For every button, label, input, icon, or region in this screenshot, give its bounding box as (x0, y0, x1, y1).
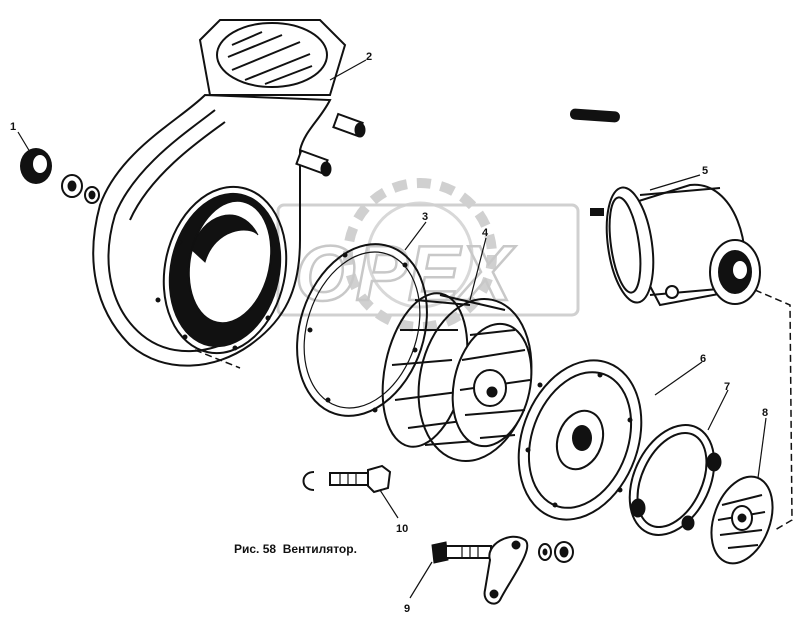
part-3-gasket (296, 243, 428, 417)
callout-9: 9 (404, 603, 410, 615)
figure-caption: Рис. 58 Вентилятор. (234, 542, 357, 556)
part-5-motor (590, 183, 761, 307)
callout-8: 8 (762, 407, 768, 419)
callout-2: 2 (366, 51, 372, 63)
axis-line-right (754, 289, 793, 531)
part-10-bolt (302, 464, 392, 494)
motor-shaft (590, 208, 604, 216)
part-6-cover (517, 359, 643, 521)
callout-labels: 1 2 3 4 5 6 7 8 9 10 (10, 51, 768, 615)
callout-3: 3 (422, 211, 428, 223)
watermark: OPEX (276, 178, 580, 332)
part-1-nut-set (20, 148, 100, 204)
part-8-small-fan (710, 475, 774, 565)
impeller-blades (391, 294, 506, 446)
part-2-housing (92, 19, 366, 367)
key-pin (569, 108, 620, 123)
callout-7: 7 (724, 381, 730, 393)
callout-4: 4 (482, 227, 489, 239)
callout-6: 6 (700, 353, 706, 365)
part-7-clamp-ring (628, 424, 722, 536)
callout-5: 5 (702, 165, 708, 177)
part-4-impeller (381, 292, 533, 463)
part-9-fastener-set (431, 535, 574, 605)
callout-10: 10 (396, 523, 408, 535)
leader-lines (17, 59, 767, 599)
axis-line-left (194, 349, 241, 369)
housing-studs (295, 112, 366, 177)
inlet-grille (227, 31, 313, 85)
callout-1: 1 (10, 121, 16, 133)
watermark-text: OPEX (295, 229, 516, 317)
